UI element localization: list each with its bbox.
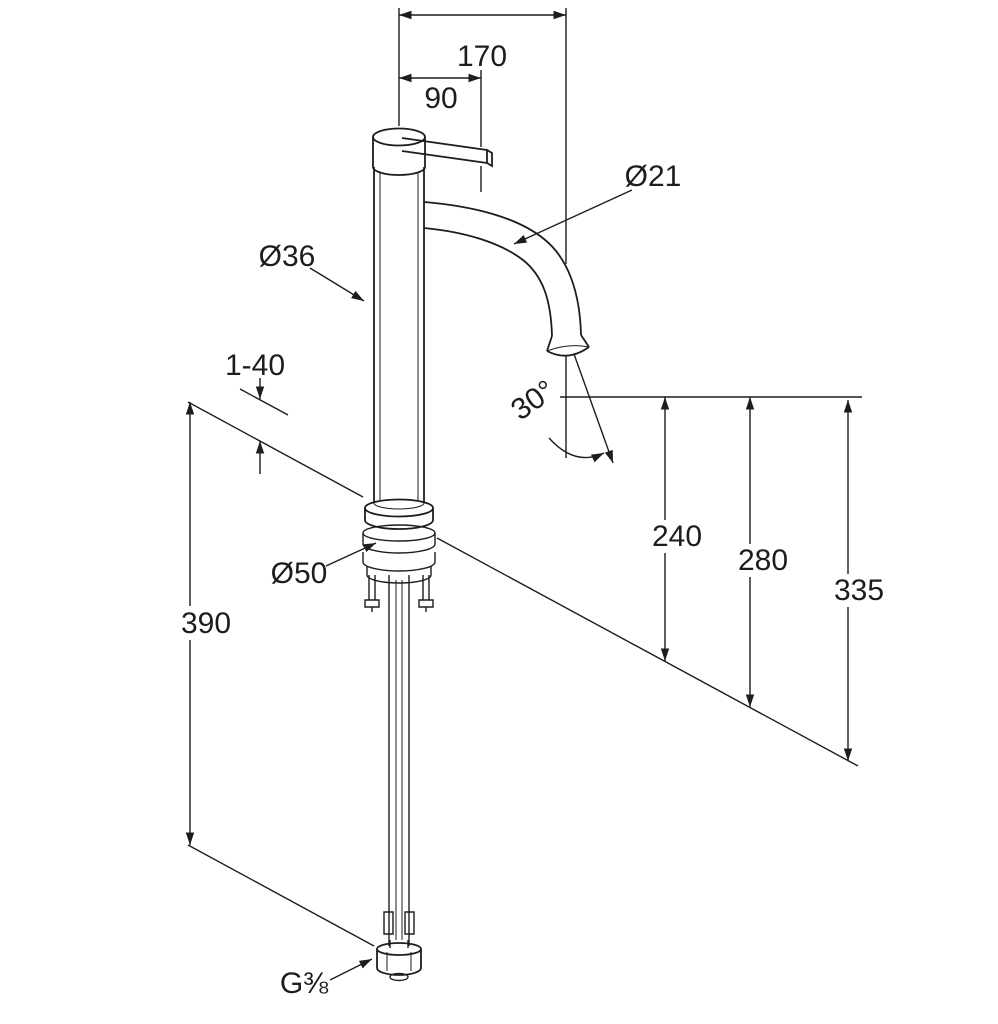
leader-base-diameter [325,542,377,567]
label-base-diameter: Ø50 [271,557,328,590]
spout-angle-arc [548,437,605,463]
label-mask-240 [652,520,702,553]
label-body-diameter: Ø36 [259,240,316,273]
label-deck-thickness: 1-40 [225,349,285,382]
label-mask-335 [834,574,884,607]
label-spout-diameter: Ø21 [625,160,682,193]
label-mask-280 [738,544,788,577]
dimension-lines [185,10,853,845]
lower-reference-line [187,844,375,947]
label-thread-size: G⅜ [280,967,329,1000]
dim-label-170: 170 [457,40,507,73]
mounting-studs [364,575,434,612]
seal-rings [362,524,436,584]
leader-body-diameter [309,267,365,302]
label-masks [180,520,884,640]
base-flange [364,498,434,530]
dim-label-90: 90 [424,82,457,115]
label-spout-angle: 30° [505,374,561,427]
g38-nut [376,940,422,982]
dim-label-240: 240 [652,520,702,553]
deck-surface-line-left [187,401,364,498]
supply-pipes [383,575,415,946]
extension-lines [398,8,862,458]
dim-label-390: 390 [181,607,231,640]
dim-label-335: 335 [834,574,884,607]
faucet-body [373,167,425,510]
dim-label-280: 280 [738,544,788,577]
leader-spout-diameter [513,189,633,245]
faucet-handle [372,127,493,176]
dimension-labels: 170 90 Ø21 Ø36 1-40 Ø50 390 240 280 335 … [181,40,884,1000]
deck-top-tick [239,388,289,416]
label-mask-390 [180,606,232,640]
spout-angle-stream-arrow [573,353,614,464]
leader-lines [309,189,633,981]
deck-surface-line-right [436,537,859,767]
leader-thread [329,958,373,981]
faucet-spout [423,201,590,357]
reference-slant-lines [187,388,859,947]
faucet-drawing [362,127,590,982]
